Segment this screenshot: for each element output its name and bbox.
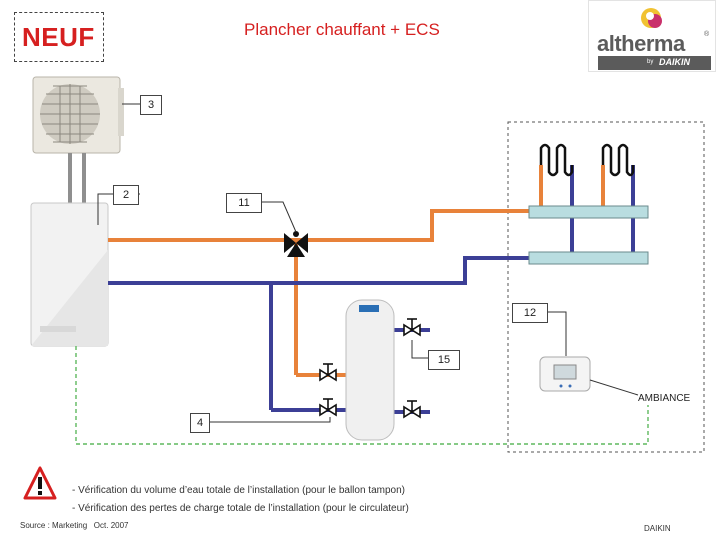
source-note: Source : Marketing Oct. 2007 — [20, 521, 129, 530]
room-frame — [507, 121, 705, 453]
indoor-unit — [30, 202, 109, 347]
logo-by: by — [647, 59, 654, 65]
footer-brand: DAIKIN — [644, 524, 671, 533]
warning-line: - Vérification des pertes de charge tota… — [72, 503, 409, 514]
callout-2: 2 — [113, 185, 139, 205]
callout-12: 12 — [512, 303, 548, 323]
callout-3: 3 — [140, 95, 162, 115]
valve-icon — [403, 400, 421, 419]
floor-heating-loops — [539, 143, 635, 177]
logo-wordmark: altherma — [597, 31, 685, 56]
callout-15: 15 — [428, 350, 460, 370]
three-way-valve-icon — [284, 231, 308, 257]
page-title: Plancher chauffant + ECS — [244, 20, 440, 39]
valve-icon — [319, 398, 337, 417]
logo-brand: DAIKIN — [659, 57, 690, 67]
warning-icon — [23, 466, 57, 500]
callout-11: 11 — [226, 193, 262, 213]
outdoor-unit — [32, 76, 124, 154]
dhw-tank — [345, 299, 395, 441]
neuf-badge: NEUF — [22, 22, 95, 52]
ambiance-label: AMBIANCE — [638, 393, 691, 404]
thermostat-wiring — [75, 346, 649, 445]
valve-icon — [319, 363, 337, 382]
callout-leaders — [97, 103, 639, 423]
room-thermostat-icon — [539, 356, 591, 392]
callout-4: 4 — [190, 413, 210, 433]
neuf-frame — [14, 12, 104, 62]
valve-icon — [403, 318, 421, 337]
warning-line: - Vérification du volume d’eau totale de… — [72, 485, 405, 496]
supply-collector — [528, 205, 649, 219]
logo-bar — [598, 56, 711, 70]
logo-registered: ® — [704, 31, 710, 38]
return-collector — [528, 251, 649, 265]
